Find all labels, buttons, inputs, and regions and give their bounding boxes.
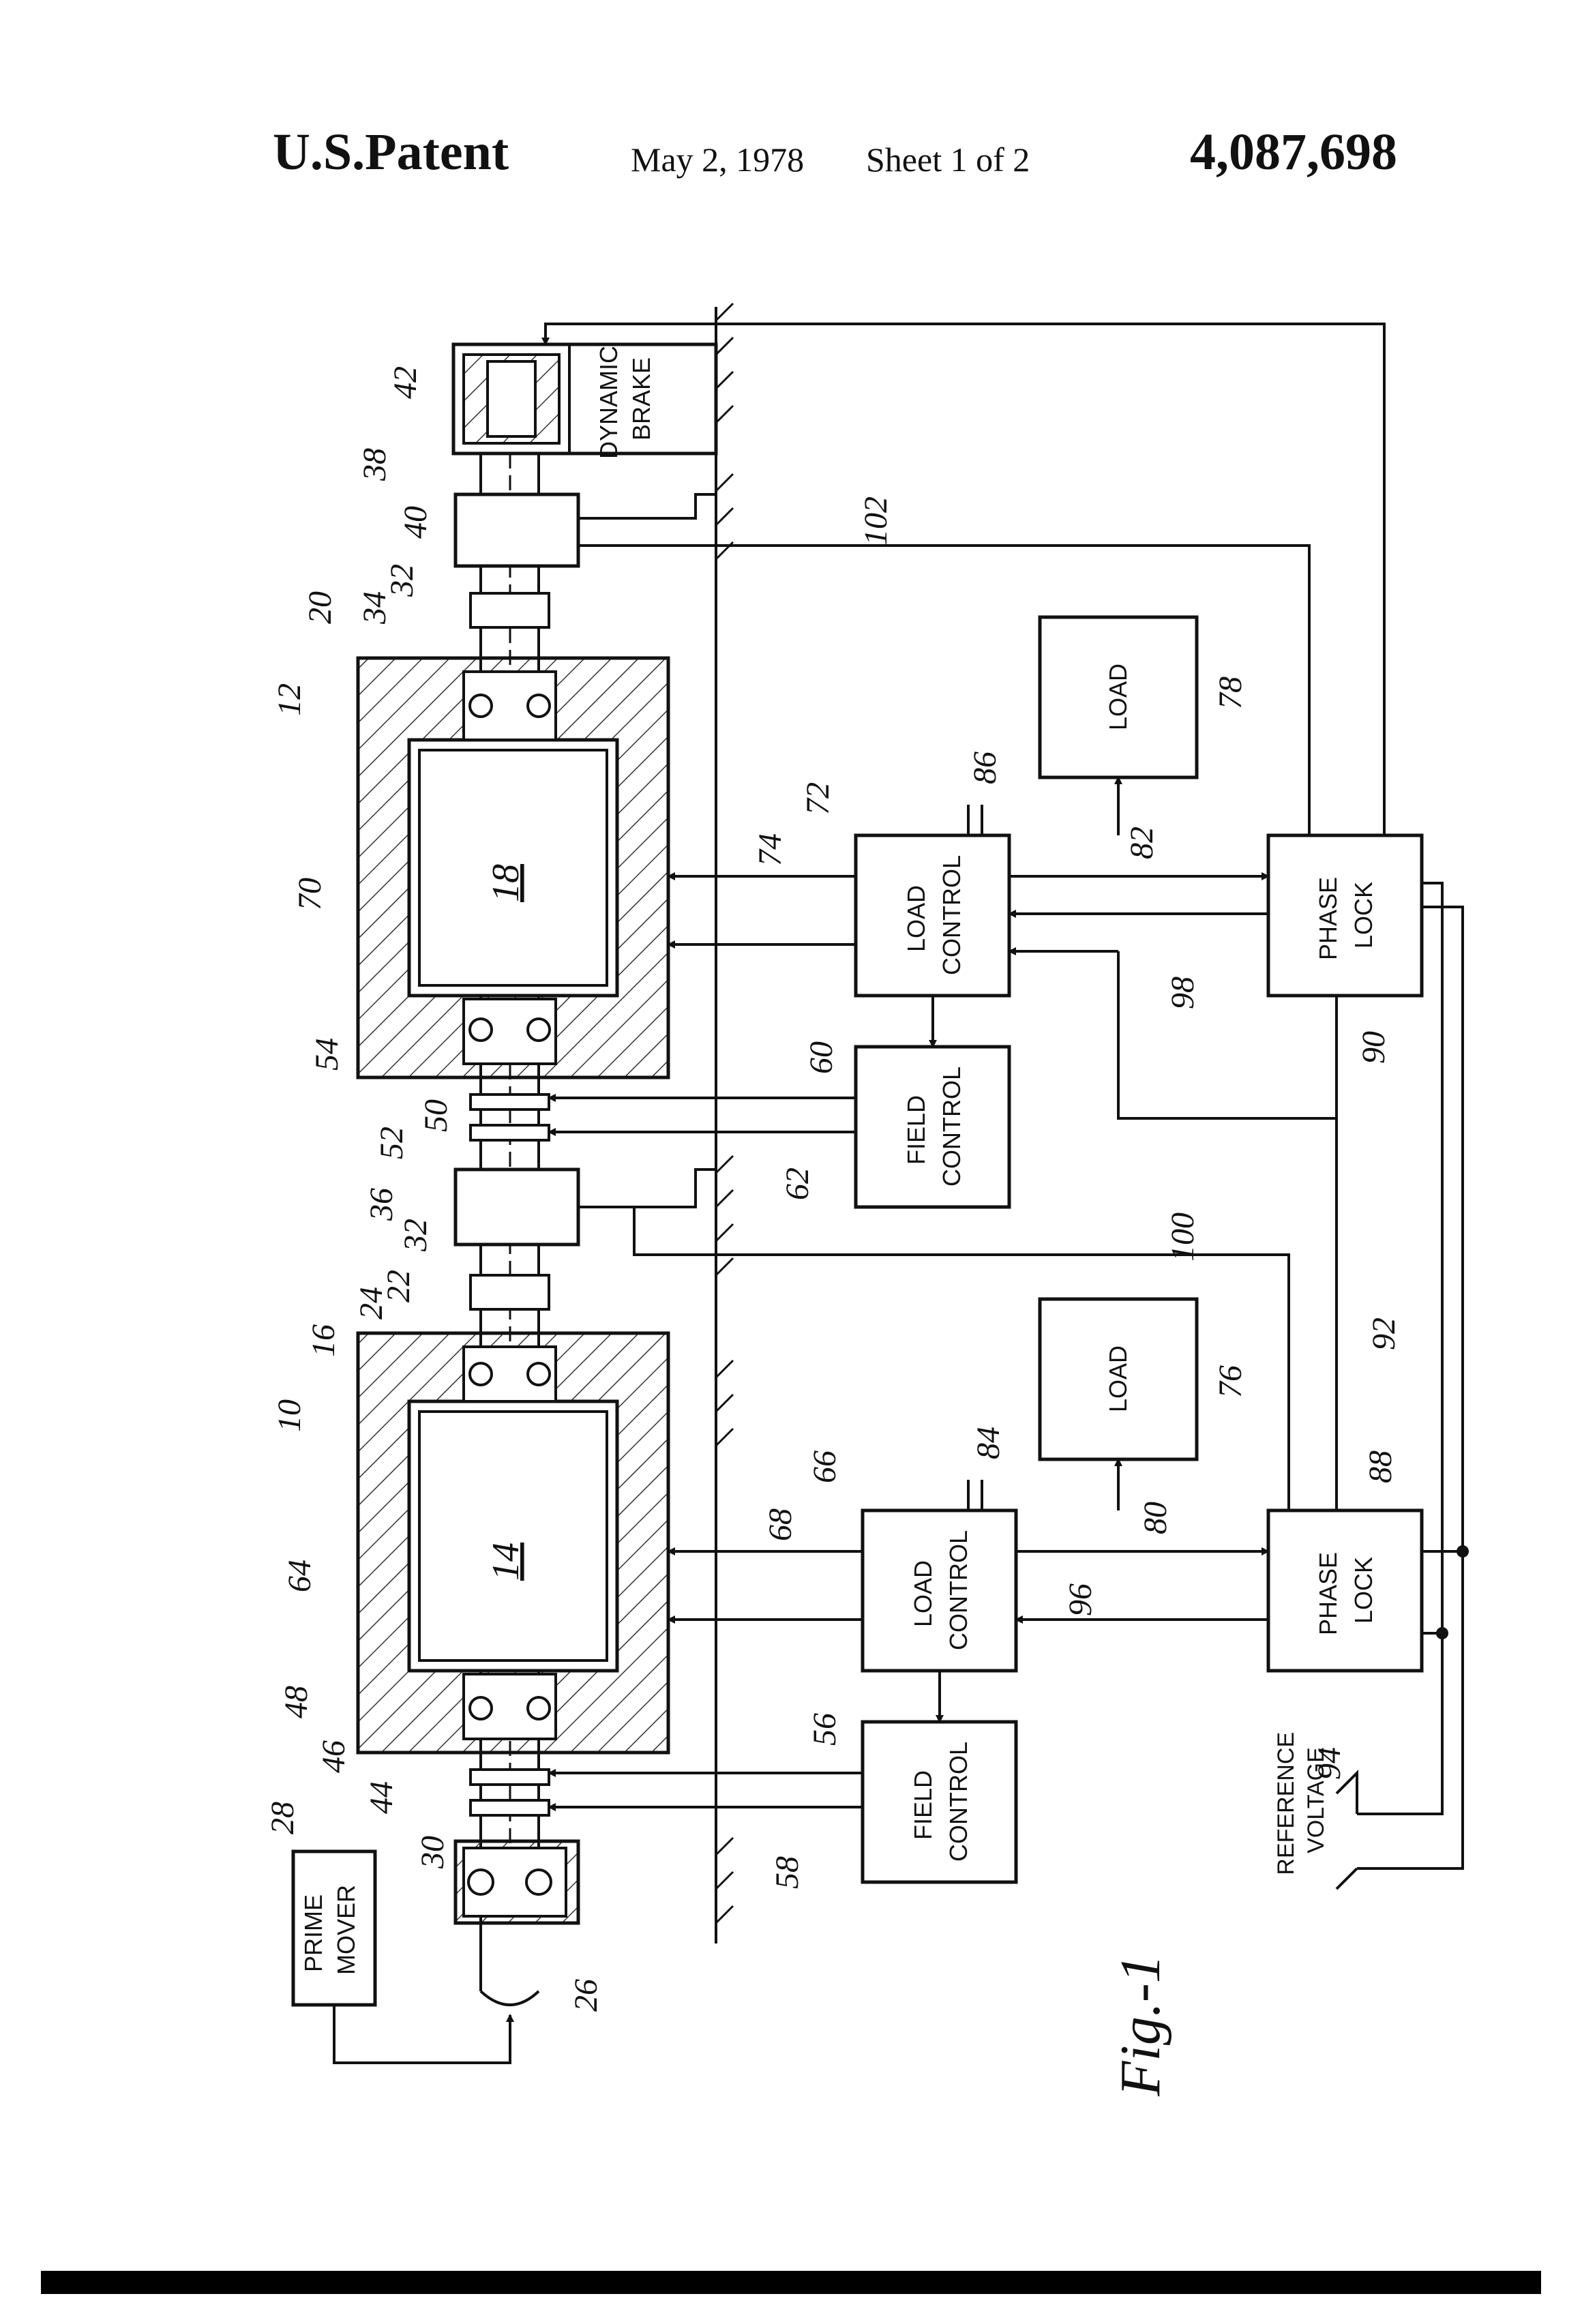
- field-control-lower-block: [863, 1722, 1016, 1882]
- ref-64: 64: [282, 1560, 318, 1592]
- field-control-upper-line-2: CONTROL: [938, 1067, 966, 1187]
- ref-60: 60: [803, 1041, 839, 1074]
- prime-mover-line-2: MOVER: [332, 1885, 360, 1975]
- ref-40: 40: [398, 506, 434, 539]
- ref-62: 62: [779, 1167, 816, 1200]
- ref-24: 24: [353, 1287, 389, 1320]
- phase-lock-lower-block: [1268, 1510, 1422, 1671]
- load-control-lower-line-2: CONTROL: [944, 1530, 972, 1650]
- ref-84: 84: [970, 1427, 1006, 1459]
- generator-upper-housing: [358, 593, 668, 1077]
- ref-70: 70: [292, 878, 328, 910]
- dynamic-brake-line-1: DYNAMIC: [595, 346, 623, 459]
- junction-dot-2: [1457, 1545, 1469, 1558]
- ref-88: 88: [1362, 1450, 1399, 1483]
- ref-28: 28: [265, 1802, 301, 1834]
- load-control-upper-line-2: CONTROL: [938, 855, 966, 975]
- phase-lock-lower-line-1: PHASE: [1314, 1552, 1342, 1635]
- ref-94: 94: [1311, 1747, 1347, 1780]
- ref-52: 52: [374, 1127, 410, 1159]
- ref-96: 96: [1062, 1583, 1099, 1616]
- ref-42: 42: [387, 366, 423, 399]
- junction-dot-1: [1436, 1627, 1448, 1639]
- load-lower-label: LOAD: [1104, 1345, 1132, 1412]
- ref-30: 30: [415, 1836, 451, 1869]
- ref-100: 100: [1165, 1212, 1201, 1262]
- prime-mover-line-1: PRIME: [299, 1894, 327, 1972]
- ref-36: 36: [363, 1188, 400, 1221]
- field-control-lower-line-1: FIELD: [909, 1770, 937, 1840]
- bearing-30: [456, 1841, 578, 1923]
- dynamic-brake: [453, 344, 716, 453]
- field-control-lower-line-2: CONTROL: [944, 1742, 972, 1862]
- bottom-rule: [41, 2271, 1541, 2294]
- ref-68: 68: [762, 1508, 799, 1541]
- ref-38: 38: [357, 448, 393, 481]
- phase-lock-upper-line-2: LOCK: [1349, 882, 1377, 949]
- ref-72: 72: [800, 782, 836, 815]
- load-control-upper-line-1: LOAD: [902, 885, 930, 952]
- field-control-upper-line-1: FIELD: [902, 1095, 930, 1165]
- field-control-upper-block: [856, 1047, 1009, 1207]
- ref-50: 50: [418, 1099, 454, 1132]
- ref-66: 66: [807, 1450, 843, 1483]
- load-control-upper-block: [856, 835, 1009, 996]
- ref-74: 74: [752, 833, 788, 866]
- ref-92: 92: [1366, 1317, 1402, 1350]
- ref-58: 58: [769, 1856, 805, 1889]
- ref-90: 90: [1356, 1031, 1392, 1064]
- ref-32-lower: 32: [398, 1219, 434, 1252]
- phase-lock-lower-line-2: LOCK: [1349, 1557, 1377, 1624]
- ref-32-upper: 32: [384, 564, 420, 597]
- ref-98: 98: [1165, 977, 1201, 1009]
- ref-10: 10: [271, 1399, 308, 1432]
- prime-mover-drive-line: [334, 2005, 510, 2063]
- phase-lock-upper-block: [1268, 835, 1422, 996]
- ref-20: 20: [302, 591, 338, 624]
- generator-lower-housing: [358, 1275, 668, 1753]
- tachometer-36: [456, 1170, 578, 1245]
- ref-12: 12: [271, 683, 308, 716]
- reference-voltage-line-1: REFERENCE: [1273, 1732, 1299, 1875]
- tach-40-mount: [578, 494, 716, 518]
- ref-54: 54: [309, 1038, 345, 1071]
- ref-76: 76: [1212, 1365, 1249, 1398]
- ref-44: 44: [363, 1781, 400, 1814]
- load-control-lower-block: [863, 1510, 1016, 1671]
- ref-102: 102: [858, 496, 894, 546]
- rotor-label-upper: 18: [485, 864, 527, 902]
- ref-16: 16: [305, 1324, 342, 1357]
- phase-lock-upper-line-1: PHASE: [1314, 877, 1342, 960]
- ref-80: 80: [1137, 1502, 1174, 1534]
- ref-78: 78: [1212, 676, 1249, 709]
- figure-label: Fig.-1: [1109, 1954, 1172, 2097]
- ref-82: 82: [1124, 826, 1160, 859]
- tachometer-40: [456, 494, 578, 566]
- dynamic-brake-line-2: BRAKE: [627, 357, 655, 441]
- ref-46: 46: [316, 1740, 352, 1773]
- load-control-lower-line-1: LOAD: [909, 1560, 937, 1627]
- load-upper-label: LOAD: [1104, 664, 1132, 730]
- ref-56: 56: [807, 1713, 843, 1746]
- ref-48: 48: [278, 1686, 314, 1718]
- ref-86: 86: [967, 751, 1003, 784]
- reference-numerals: 12 20 34 32 40 38 42 102 78 86 72 74 70 …: [265, 366, 1402, 2012]
- rotor-label-lower: 14: [485, 1543, 527, 1581]
- ref-26: 26: [568, 1979, 604, 2012]
- tach-36-mount: [578, 1170, 716, 1245]
